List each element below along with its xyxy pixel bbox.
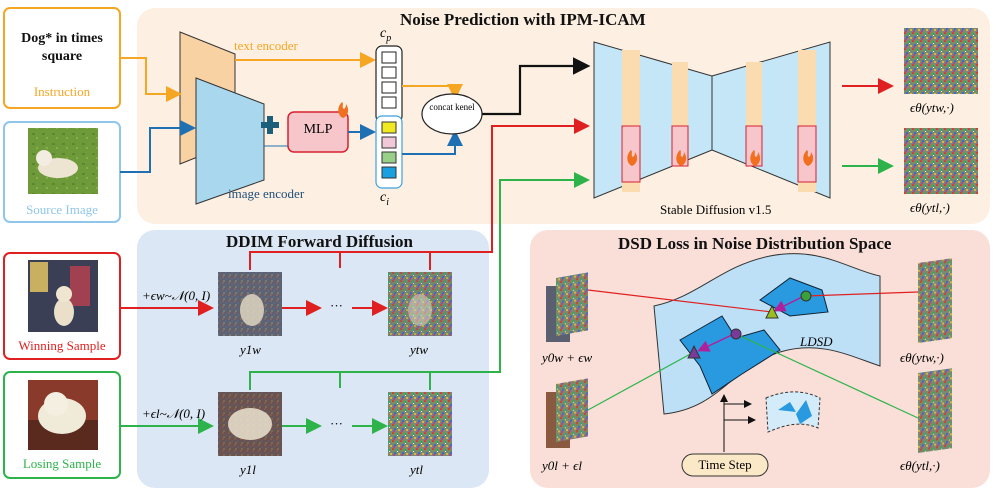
time-step-label: Time Step [698,457,752,472]
flame-icon-mlp [338,102,349,118]
noise-output-l [904,128,978,194]
ci-to-concat-arrow [402,130,463,155]
losing-region [679,315,781,395]
dsd-eps-w-label: ϵθ(ytw,·) [900,350,944,365]
cp-to-concat-arrow [402,84,463,100]
eps-w-label: ϵθ(ytw,·) [910,100,954,115]
y1l-label: y1l [240,462,256,477]
ytl-image [388,392,452,456]
dots-w: ··· [330,298,343,313]
ddim-w-to-sd [249,118,590,270]
image-encoder-label: image encoder [228,186,305,201]
plus-icon [261,116,279,134]
mlp-label: MLP [303,122,333,137]
noise-l-label: +ϵl~𝒩(0, I) [142,406,206,421]
ytw-label: ytw [410,342,429,357]
dsd-eps-l-label: ϵθ(ytl,·) [900,458,940,473]
source-arrow [120,120,196,173]
dsd-eps-w [918,258,952,343]
losing-caption: Losing Sample [22,456,102,471]
ddim-title: DDIM Forward Diffusion [226,232,413,251]
eps-l-label: ϵθ(ytl,·) [910,200,950,215]
time-step-box [681,453,769,477]
concat-to-sd-arrow [482,57,591,116]
instruction-arrow [120,57,182,102]
noise-output-w [904,28,978,94]
concat-kernel [421,93,483,135]
dots-l: ··· [330,416,343,431]
noise-w-label: +ϵw~𝒩(0, I) [142,288,211,303]
image-encoder [195,77,265,205]
dsd-title: DSD Loss in Noise Distribution Space [618,234,892,253]
instruction-text-line2: square [42,49,82,64]
flame-icon-sd [627,150,814,166]
y1w-label: y1w [240,342,261,357]
ddim-l-to-sd [249,172,590,390]
dsd-y0l-label: y0l + ϵl [542,458,583,473]
ytl-label: ytl [410,462,423,477]
winning-caption: Winning Sample [18,338,106,353]
dsd-eps-l [918,368,952,453]
dsd-arrow-w [773,295,805,312]
cp-label: cp [380,26,392,44]
ci-label: ci [380,190,389,208]
source-caption: Source Image [26,202,98,217]
dsd-arrow-l [697,333,735,352]
dsd-y0w-label: y0w + ϵw [542,350,593,365]
instruction-text-line1: Dog* in times [21,31,103,46]
noise-prediction-title: Noise Prediction with IPM-ICAM [400,10,646,29]
dsd-loss-label: LDSD [800,334,833,349]
text-encoder-label: text encoder [234,38,298,53]
instruction-caption: Instruction [33,84,91,99]
model-label: Stable Diffusion v1.5 [660,202,772,217]
concat-label: concat kenel [429,102,475,112]
